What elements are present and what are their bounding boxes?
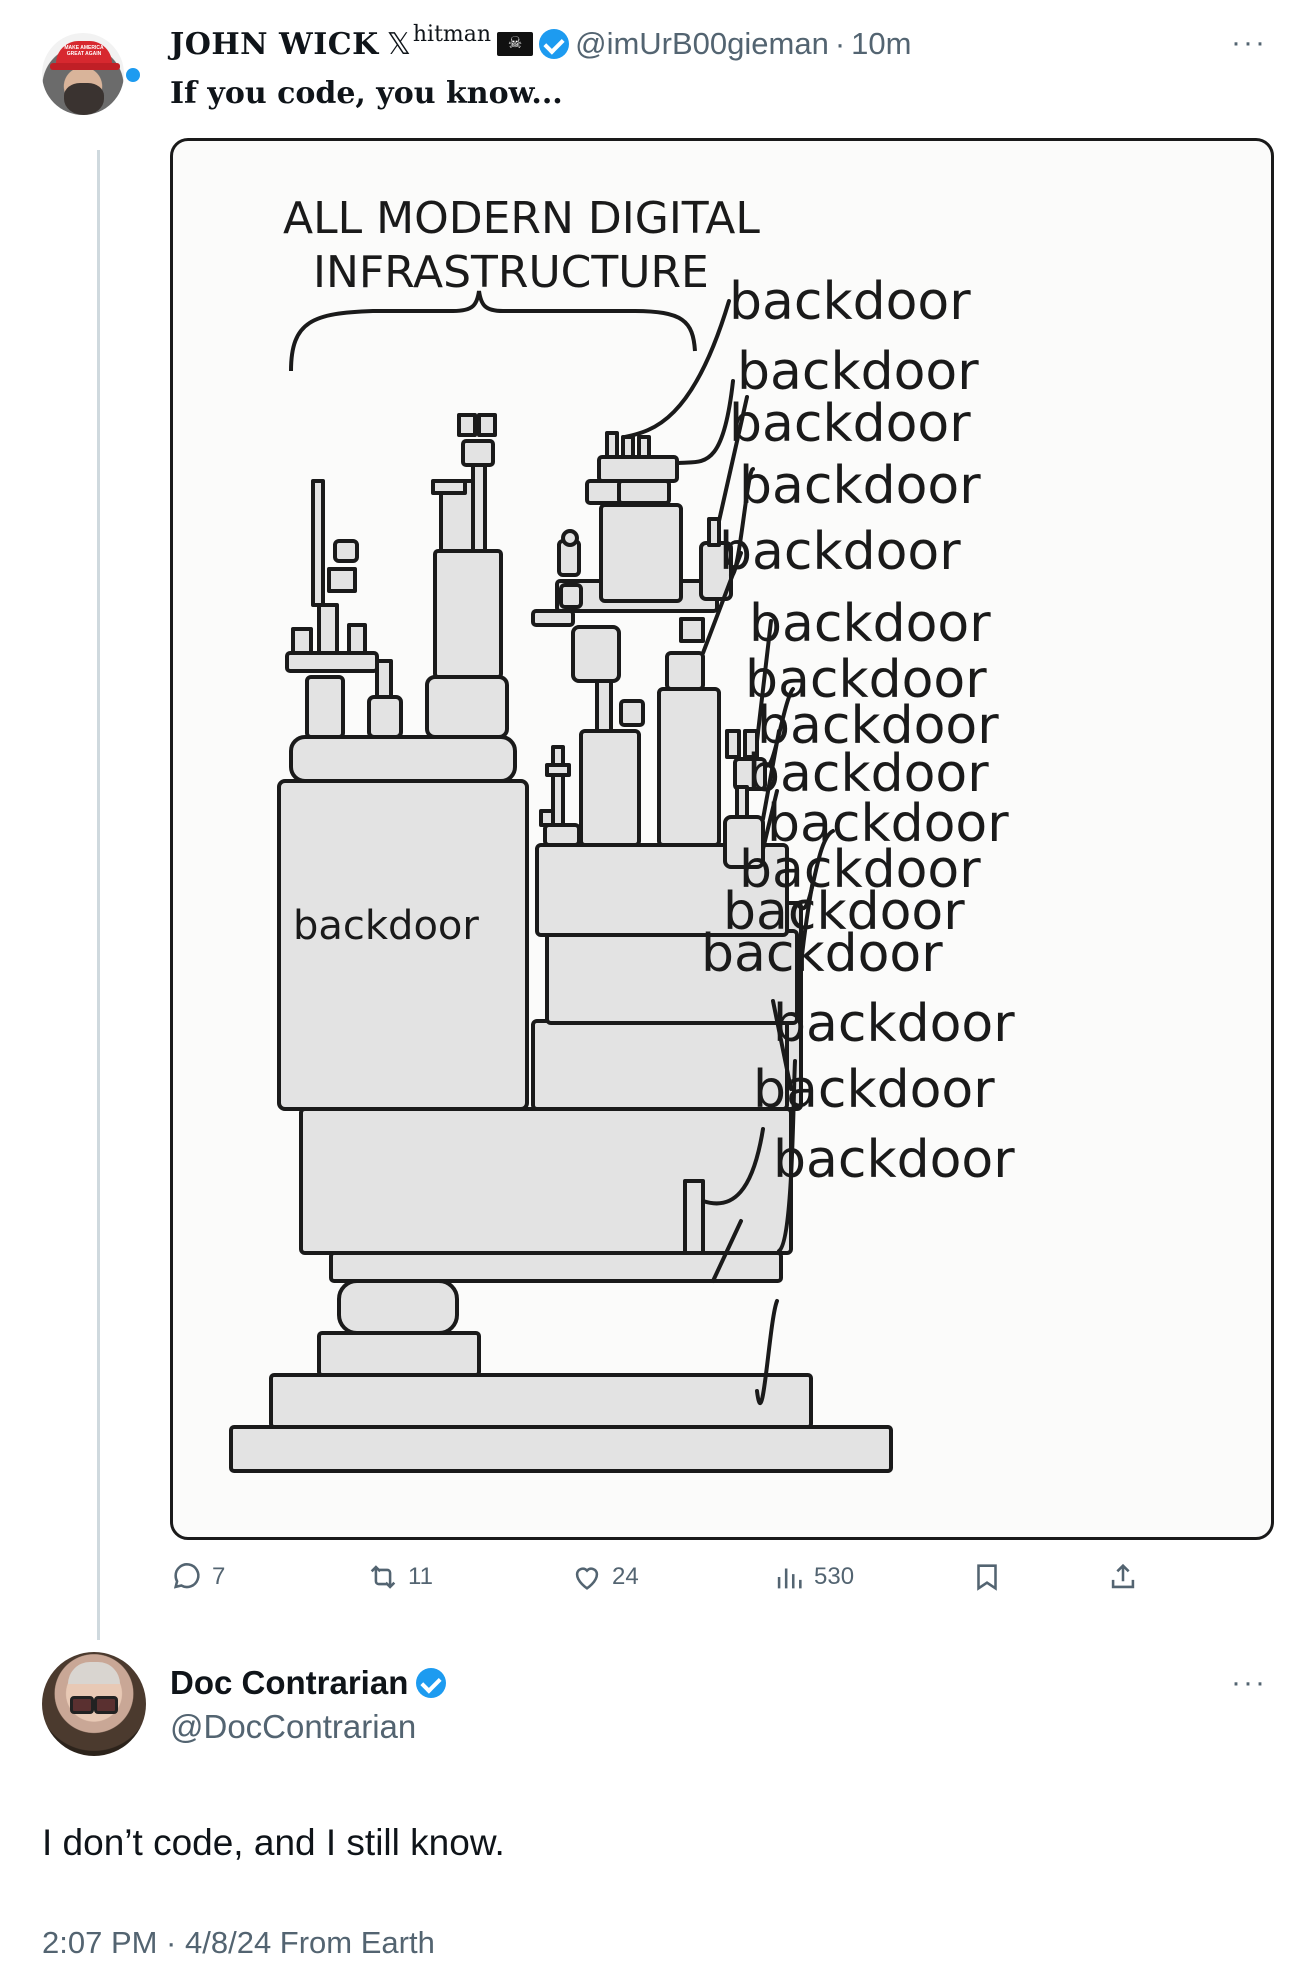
- reply-icon: [173, 1563, 200, 1589]
- reply-button[interactable]: 7: [170, 1555, 225, 1599]
- red-hat: [56, 41, 112, 67]
- glasses: [70, 1696, 118, 1714]
- tweet1-header: JOHN WICK 𝕏 hitman ☠ @imUrB00gieman · 10…: [170, 21, 912, 64]
- label-backdoor-1: backdoor: [729, 272, 971, 332]
- label-backdoor-16: backdoor: [773, 1130, 1015, 1190]
- label-backdoor-12: backdoor: [723, 882, 965, 942]
- more-options-icon[interactable]: ···: [1231, 1666, 1267, 1699]
- label-backdoor-8: backdoor: [757, 696, 999, 756]
- reply-count: 7: [212, 1563, 226, 1590]
- bookmark-icon: [977, 1564, 997, 1591]
- tweet-image[interactable]: ALL MODERN DIGITAL INFRASTRUCTURE backdo…: [170, 138, 1274, 1540]
- label-backdoor-2: backdoor: [737, 342, 979, 402]
- thread-line: [97, 150, 100, 1640]
- like-icon: [575, 1567, 599, 1590]
- handle[interactable]: @imUrB00gieman: [575, 26, 829, 61]
- tweet2-header: Doc Contrarian: [170, 1664, 447, 1702]
- tweet1-actions: 7 11 24 530: [170, 1555, 1180, 1599]
- label-backdoor-14: backdoor: [773, 994, 1015, 1054]
- hat-text: MAKE AMERICA GREAT AGAIN: [64, 45, 104, 57]
- bookmark-button[interactable]: [970, 1555, 1004, 1599]
- x-logo-text: 𝕏: [386, 26, 411, 62]
- verified-badge-icon[interactable]: [416, 1668, 447, 1698]
- label-backdoor-4: backdoor: [739, 456, 981, 516]
- handle[interactable]: @DocContrarian: [170, 1708, 417, 1745]
- heading-line2: INFRASTRUCTURE: [313, 247, 709, 298]
- views-icon: [777, 1568, 802, 1589]
- like-button[interactable]: 24: [570, 1555, 639, 1599]
- display-name[interactable]: Doc Contrarian: [170, 1664, 409, 1701]
- verified-badge-icon[interactable]: [539, 29, 570, 59]
- avatar-verified-dot: [124, 66, 142, 84]
- comic-drawing: ALL MODERN DIGITAL INFRASTRUCTURE backdo…: [229, 193, 1015, 1473]
- label-backdoor-7: backdoor: [745, 650, 987, 710]
- views-count: 530: [814, 1563, 855, 1590]
- share-button[interactable]: [1106, 1555, 1140, 1599]
- tweet-text: I don’t code, and I still know.: [42, 1822, 505, 1863]
- retweet-icon: [370, 1565, 396, 1589]
- avatar[interactable]: [42, 1652, 146, 1756]
- hair: [68, 1662, 120, 1684]
- tweet-meta[interactable]: 2:07 PM · 4/8/24 From Earth: [42, 1925, 435, 1960]
- timestamp[interactable]: 10m: [851, 26, 912, 61]
- retweet-count: 11: [408, 1563, 433, 1590]
- retweet-button[interactable]: 11: [366, 1555, 433, 1599]
- views-button[interactable]: 530: [772, 1555, 854, 1599]
- more-options-icon[interactable]: ···: [1231, 26, 1267, 59]
- heading-line1: ALL MODERN DIGITAL: [283, 193, 760, 244]
- pirate-flag-icon: ☠: [497, 32, 534, 56]
- like-count: 24: [612, 1563, 639, 1590]
- hat-brim: [50, 63, 120, 70]
- label-backdoor-5: backdoor: [719, 522, 961, 582]
- label-backdoor-9: backdoor: [747, 744, 989, 804]
- avatar[interactable]: MAKE AMERICA GREAT AGAIN: [42, 33, 124, 115]
- label-backdoor-6: backdoor: [749, 594, 991, 654]
- display-name[interactable]: JOHN WICK: [170, 26, 379, 62]
- label-backdoor-15: backdoor: [753, 1060, 995, 1120]
- label-backdoor-13: backdoor: [701, 924, 943, 984]
- beard: [64, 83, 104, 115]
- label-backdoor-11: backdoor: [739, 840, 981, 900]
- label-backdoor-10: backdoor: [767, 794, 1009, 854]
- tweet-text: If you code, you know...: [170, 76, 563, 111]
- name-superscript: hitman: [412, 21, 492, 47]
- separator-dot: ·: [834, 26, 846, 61]
- block-label: backdoor: [293, 903, 479, 949]
- share-icon: [1111, 1563, 1135, 1589]
- label-backdoor-3: backdoor: [729, 394, 971, 454]
